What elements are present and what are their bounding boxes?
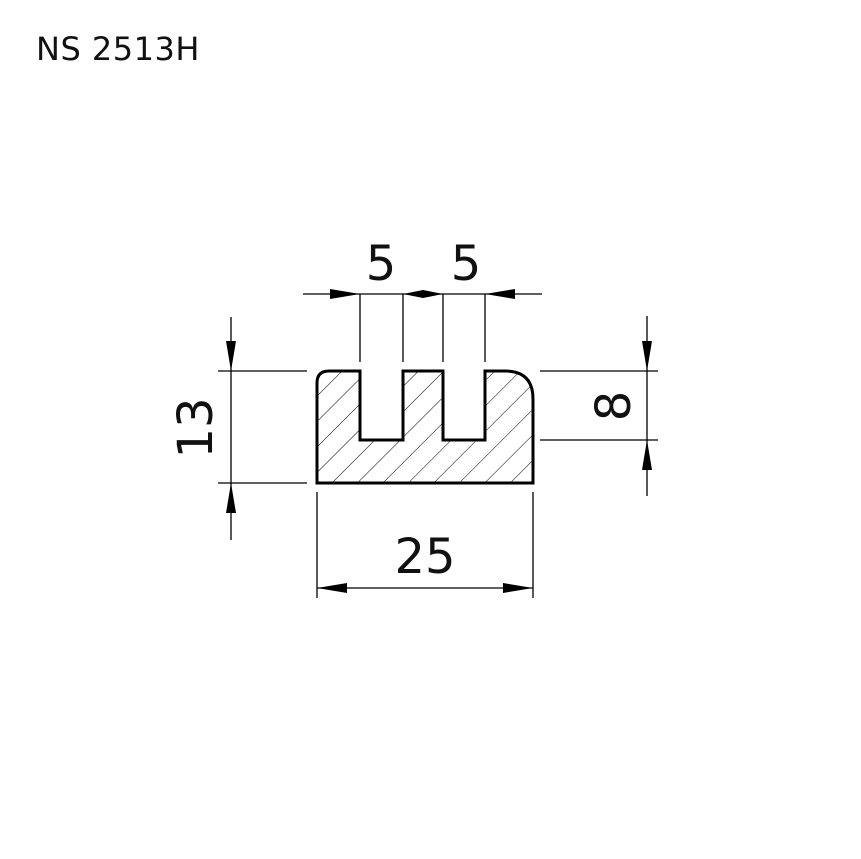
slot-depth-label: 8 <box>586 391 642 422</box>
overall-width-dimension: 25 <box>316 492 534 598</box>
arrowhead <box>226 483 236 513</box>
slot-width-right-label: 5 <box>451 236 482 292</box>
slot-depth-dimension: 8 <box>540 316 658 496</box>
overall-height-label: 13 <box>168 397 224 458</box>
overall-height-dimension: 13 <box>168 317 307 540</box>
arrowhead <box>485 289 515 299</box>
slot-width-dimension: 5 5 <box>303 236 542 362</box>
arrowhead <box>317 583 347 593</box>
part-number-title: NS 2513H <box>36 30 200 68</box>
arrowhead <box>423 290 443 298</box>
overall-width-label: 25 <box>394 529 455 585</box>
arrowhead <box>330 289 360 299</box>
arrowhead <box>226 341 236 371</box>
arrowhead <box>642 341 652 371</box>
slot-width-left-label: 5 <box>366 236 397 292</box>
arrowhead <box>503 583 533 593</box>
arrowhead <box>403 290 423 298</box>
arrowhead <box>642 440 652 470</box>
profile-cross-section <box>315 369 535 485</box>
